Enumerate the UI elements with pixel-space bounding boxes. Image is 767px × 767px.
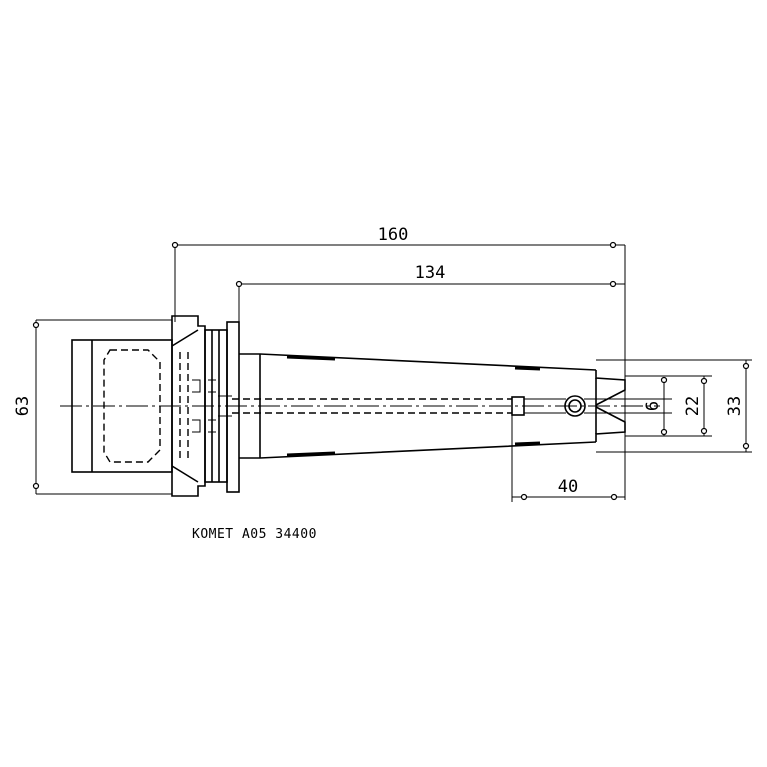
dimension-shank-length: 134 [235, 263, 625, 322]
dimension-label-clamp-length: 40 [558, 477, 578, 497]
dimension-flange-diameter: 63 [13, 319, 172, 495]
dimension-label-outer-diameter: 33 [725, 396, 745, 416]
dimension-clamp-length: 40 [511, 415, 625, 502]
dimension-inner-diameter: 22 [625, 375, 712, 437]
dimension-bore-diameter: 6 [625, 376, 672, 436]
dimension-label-flange-diameter: 63 [13, 396, 33, 416]
dimension-outer-diameter: 33 [596, 359, 752, 453]
dimension-label-bore-diameter: 6 [643, 401, 663, 411]
dimension-overall-length: 160 [171, 225, 626, 500]
dimension-label-overall-length: 160 [378, 225, 409, 245]
dimension-label-shank-length: 134 [415, 263, 446, 283]
dimension-label-inner-diameter: 22 [683, 396, 703, 416]
part-code: KOMET A05 34400 [192, 527, 317, 542]
